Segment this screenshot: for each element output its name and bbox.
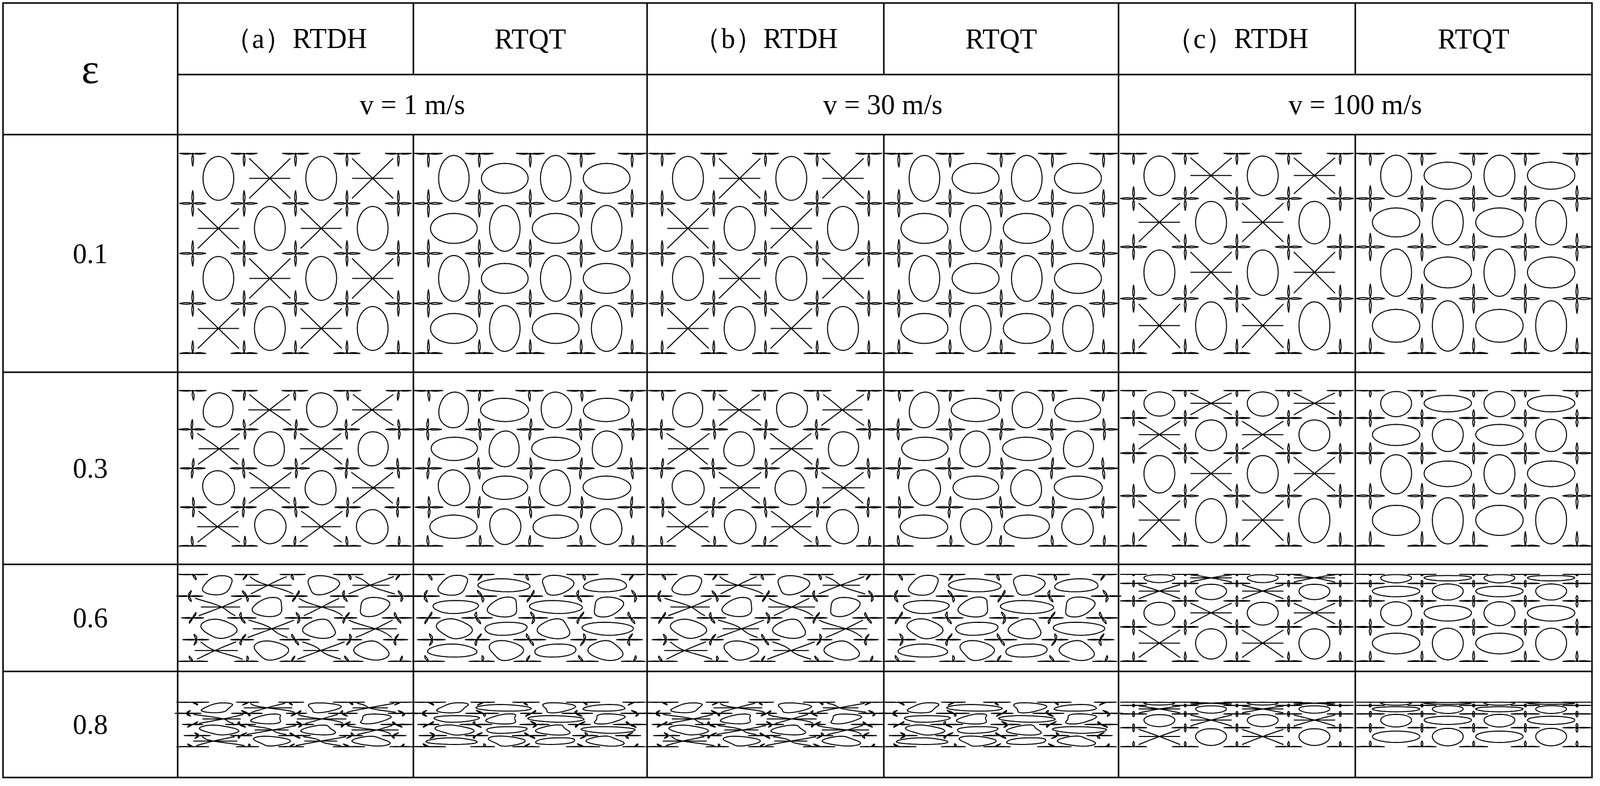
rtqt-lattice bbox=[883, 390, 1119, 547]
grid-line bbox=[412, 134, 415, 778]
rtdh-lattice bbox=[1120, 574, 1354, 662]
rtdh-lattice bbox=[648, 153, 883, 354]
table-cell: v = 1 m/s bbox=[177, 74, 648, 135]
strain-value: 0.8 bbox=[73, 708, 109, 741]
rtdh-lattice bbox=[644, 702, 888, 748]
rtqt-lattice bbox=[409, 702, 652, 748]
table-cell: v = 30 m/s bbox=[647, 74, 1119, 135]
column-header: RTQT bbox=[494, 23, 567, 56]
rtqt-lattice bbox=[1355, 390, 1592, 547]
table-cell: ε bbox=[3, 3, 178, 135]
rtdh-lattice bbox=[1120, 153, 1354, 354]
table-cell: （b）RTDH bbox=[647, 3, 884, 75]
rtdh-lattice bbox=[179, 153, 412, 354]
rtqt-lattice bbox=[884, 153, 1118, 354]
strain-value: 0.6 bbox=[73, 602, 109, 635]
column-header: （c）RTDH bbox=[1165, 20, 1309, 59]
rtqt-lattice bbox=[413, 390, 648, 547]
rtdh-lattice bbox=[178, 390, 413, 547]
rtdh-lattice bbox=[648, 390, 884, 547]
grid-line bbox=[883, 3, 885, 75]
rtdh-lattice bbox=[1120, 702, 1354, 748]
grid-line bbox=[1354, 134, 1357, 778]
table-border bbox=[3, 3, 1592, 778]
strain-value: 0.1 bbox=[73, 237, 109, 270]
rtdh-lattice bbox=[1120, 390, 1354, 547]
table-cell: RTQT bbox=[1355, 3, 1592, 75]
table-cell: 0.8 bbox=[3, 671, 178, 778]
strain-header: ε bbox=[81, 44, 100, 94]
rtqt-lattice bbox=[1355, 574, 1592, 662]
lattice-images bbox=[174, 153, 1592, 748]
rtdh-lattice bbox=[176, 574, 416, 662]
grid-line bbox=[177, 74, 1592, 76]
table-cell: RTQT bbox=[413, 3, 648, 75]
rtqt-lattice bbox=[1355, 702, 1592, 748]
grid-line bbox=[412, 3, 415, 75]
rtqt-lattice bbox=[880, 702, 1124, 748]
rtdh-lattice bbox=[174, 702, 417, 748]
column-header: （b）RTDH bbox=[693, 20, 838, 59]
grid-line bbox=[3, 671, 1592, 673]
velocity-header: v = 100 m/s bbox=[1288, 88, 1423, 121]
rtqt-lattice bbox=[1355, 153, 1592, 354]
table-cell: 0.1 bbox=[3, 134, 178, 373]
table-grid bbox=[3, 3, 1592, 778]
rtdh-lattice bbox=[645, 574, 886, 662]
table-cell: RTQT bbox=[883, 3, 1119, 75]
table-cell: 0.3 bbox=[3, 372, 178, 565]
grid-line bbox=[3, 134, 1592, 136]
velocity-header: v = 30 m/s bbox=[823, 88, 943, 121]
column-header: RTQT bbox=[965, 23, 1037, 56]
rtqt-lattice bbox=[414, 153, 647, 354]
table-cell: 0.6 bbox=[3, 564, 178, 672]
grid-line bbox=[1118, 3, 1120, 778]
grid-line bbox=[883, 134, 885, 778]
grid-line bbox=[3, 371, 1592, 374]
table-cell: v = 100 m/s bbox=[1118, 74, 1592, 135]
rtqt-lattice bbox=[411, 574, 651, 662]
table-cell: （c）RTDH bbox=[1118, 3, 1356, 75]
grid-line bbox=[1354, 3, 1357, 75]
velocity-header: v = 1 m/s bbox=[359, 88, 466, 121]
table-cell: （a）RTDH bbox=[177, 3, 414, 75]
rtqt-lattice bbox=[881, 574, 1122, 662]
column-header: （a）RTDH bbox=[224, 20, 368, 59]
strain-value: 0.3 bbox=[73, 452, 109, 485]
column-header: RTQT bbox=[1437, 23, 1510, 56]
grid-line bbox=[3, 564, 1592, 566]
